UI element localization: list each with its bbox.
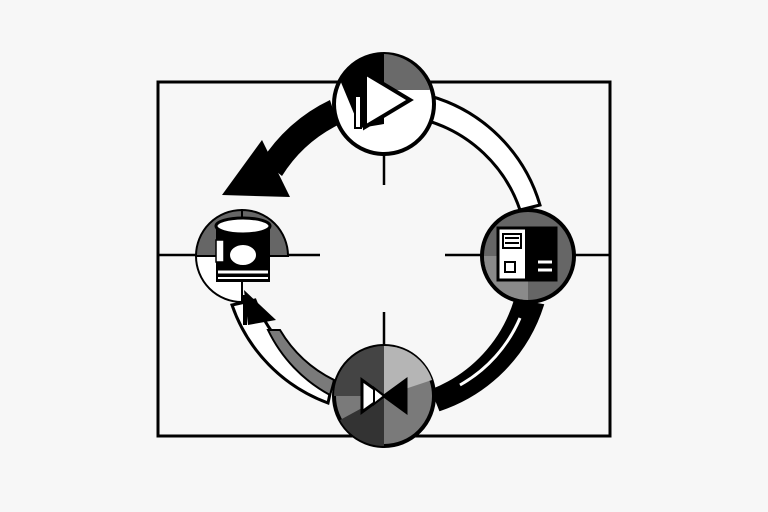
node-top: [332, 52, 436, 156]
ring-segment-bottom-right: [430, 298, 545, 412]
ring-segment-bottom-left-gray: [266, 329, 336, 397]
node-bottom-fill-dark: [334, 346, 384, 396]
play-icon: [354, 69, 414, 131]
node-bottom-fill-dark-2: [340, 396, 384, 447]
node-top-fill-gray: [384, 54, 430, 90]
ring-segment-top-right: [423, 94, 542, 212]
node-bottom: [332, 344, 436, 448]
node-left: [194, 208, 290, 304]
arrow-head-left: [244, 290, 276, 325]
arrow-head-top-left: [222, 140, 290, 197]
ring-accent-bottom-right: [459, 317, 522, 387]
node-right: [480, 208, 576, 304]
database-icon: [214, 216, 272, 282]
document-icon: [496, 226, 558, 282]
bowtie-icon: [360, 377, 408, 415]
ring-segment-top-left: [262, 100, 338, 176]
node-bottom-fill-light: [384, 345, 432, 396]
